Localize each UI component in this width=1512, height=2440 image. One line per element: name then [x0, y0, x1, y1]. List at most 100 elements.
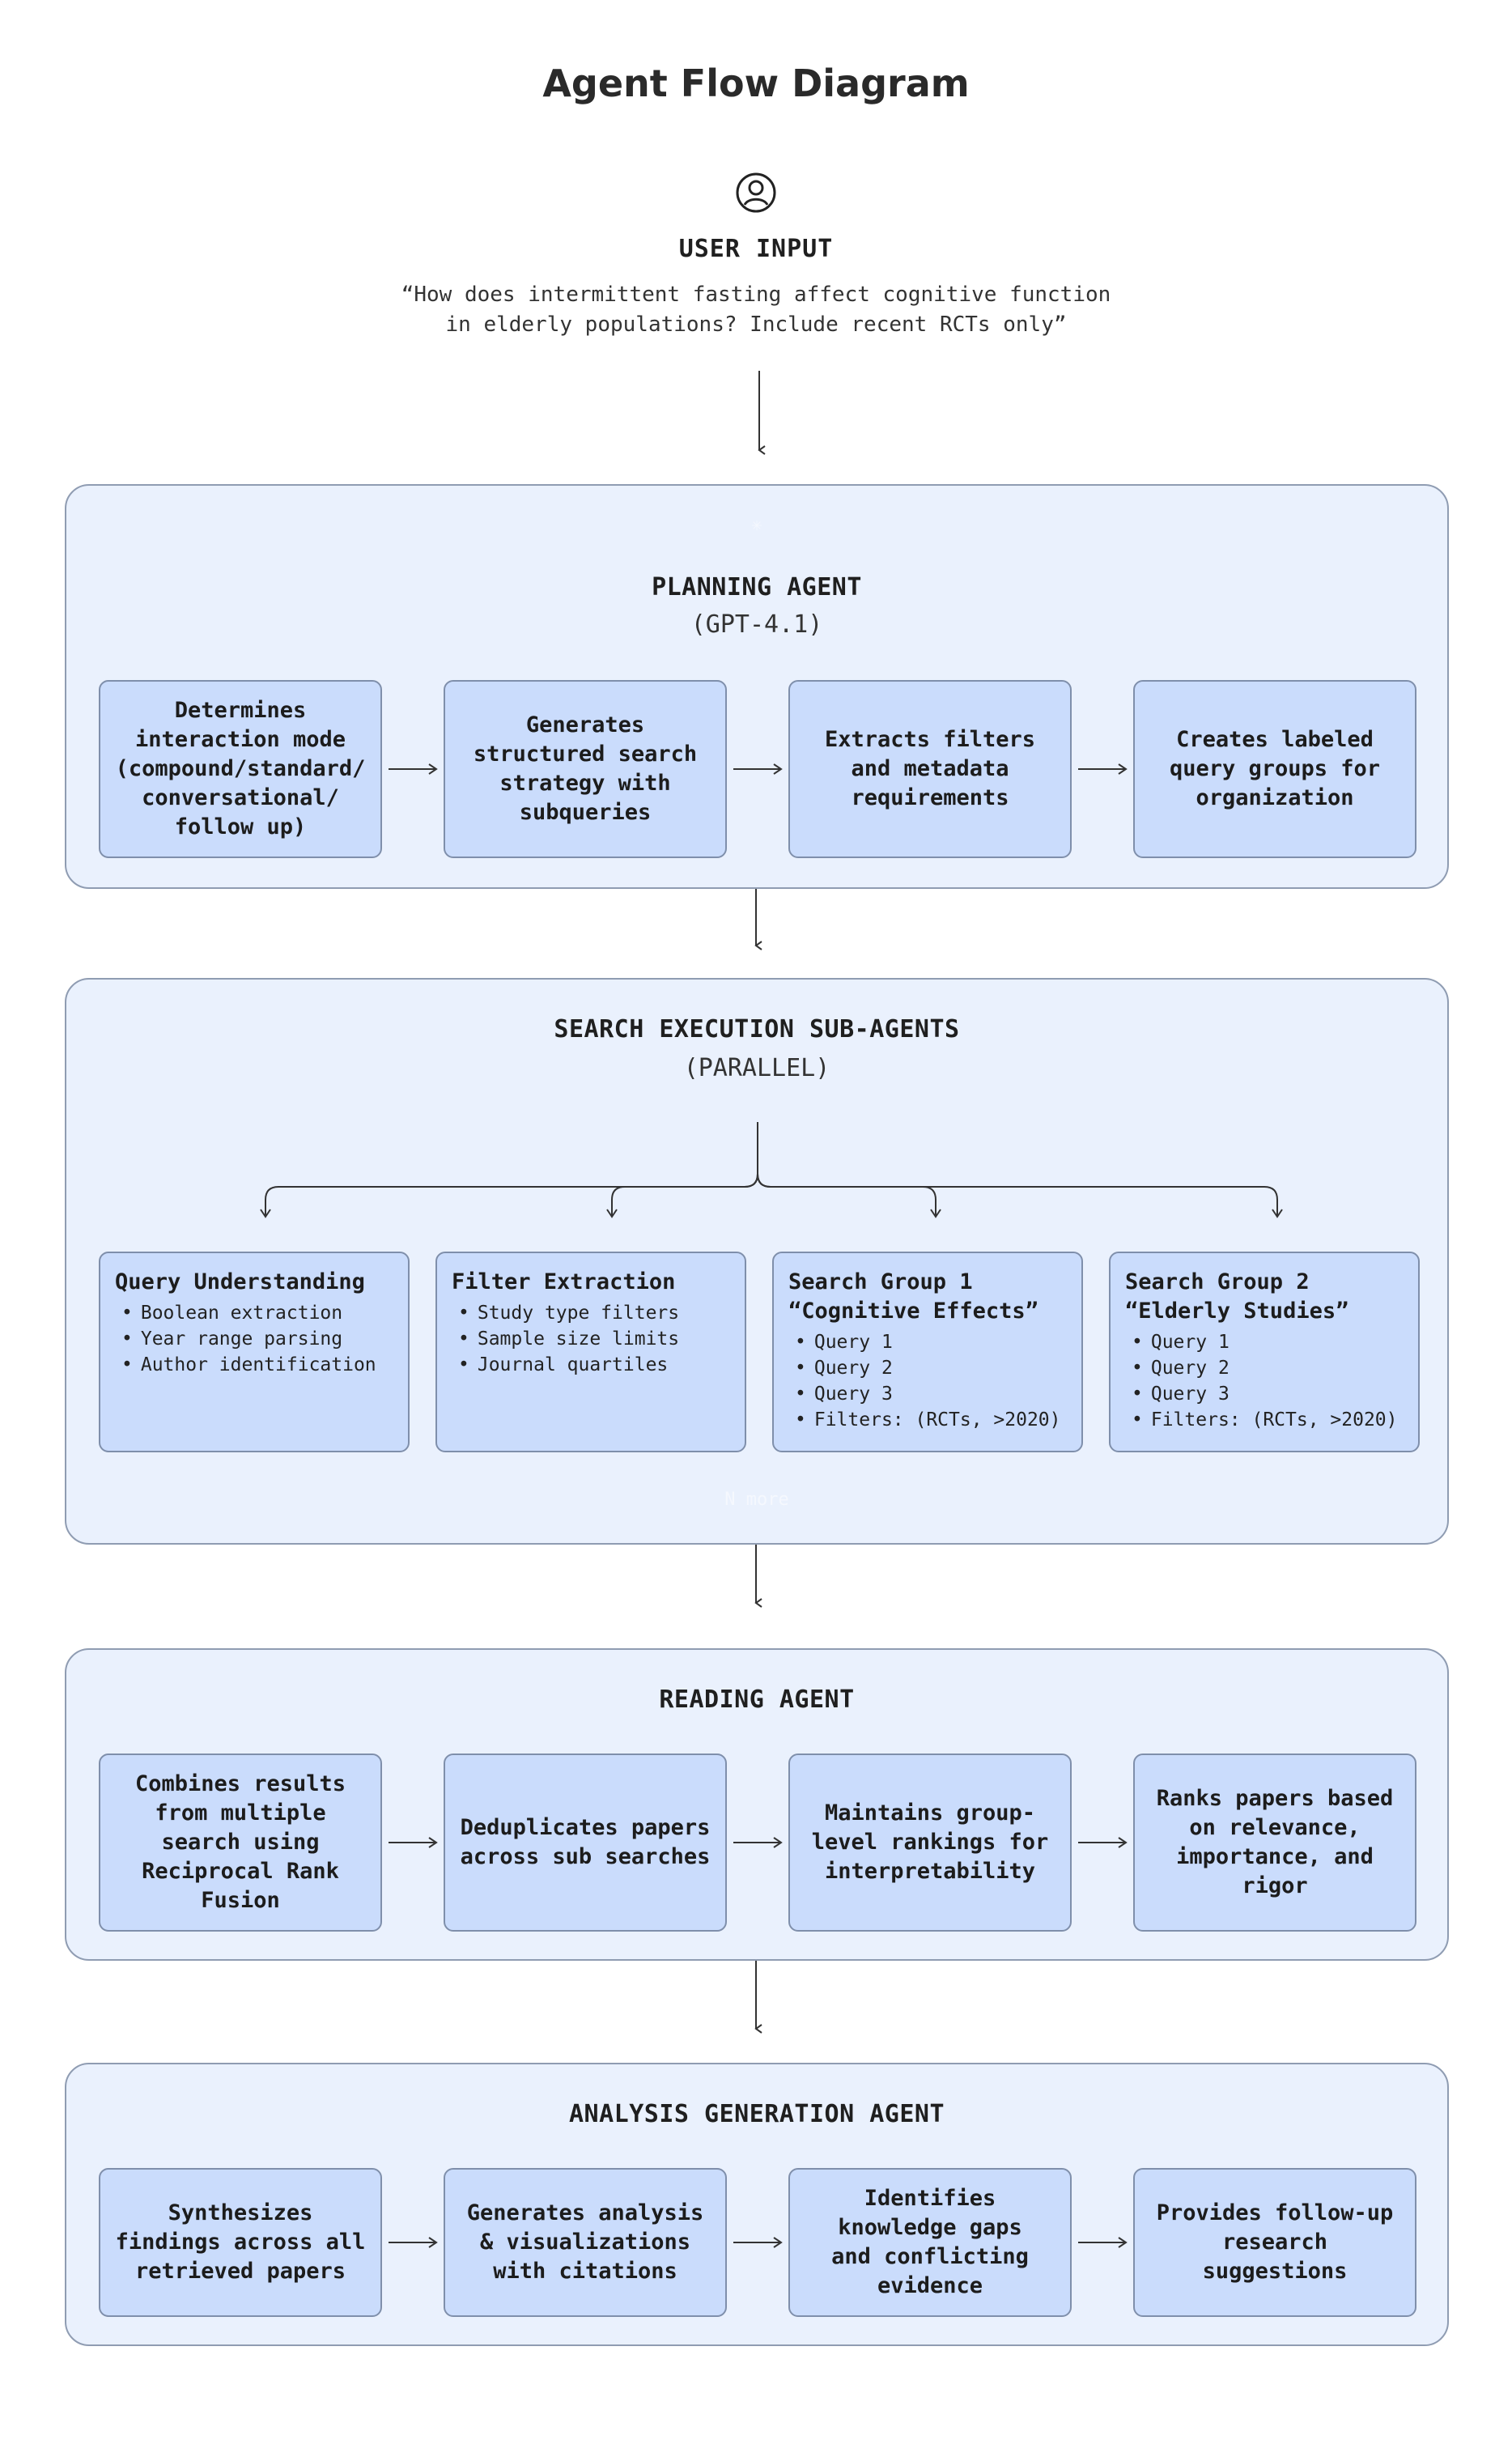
- step-line: findings across all: [115, 2230, 366, 2255]
- step-line: (compound/standard/: [115, 756, 366, 781]
- list-item: Query 3: [788, 1381, 1067, 1407]
- step-line: Fusion: [201, 1888, 280, 1913]
- step-line: Identifies: [864, 2186, 996, 2211]
- step-line: Maintains group-: [824, 1800, 1036, 1826]
- step-line: retrieved papers: [134, 2259, 346, 2284]
- step-line: evidence: [877, 2273, 983, 2298]
- step-line: & visualizations: [479, 2230, 691, 2255]
- reading-step-3: Maintains group- level rankings for inte…: [788, 1753, 1072, 1932]
- list-item: Sample size limits: [452, 1326, 730, 1352]
- analysis-agent-title: ANALYSIS GENERATION AGENT: [568, 2100, 945, 2128]
- step-line: interpretability: [824, 1859, 1036, 1884]
- step-line: Combines results: [134, 1771, 346, 1796]
- quote-line-1: “How does intermittent fasting affect co…: [401, 283, 1111, 307]
- list-item: Filters: (RCTs, >2020): [788, 1407, 1067, 1433]
- reading-step-4: Ranks papers based on relevance, importa…: [1133, 1753, 1416, 1932]
- step-line: Generates analysis: [466, 2200, 704, 2225]
- step-line: level rankings for: [811, 1830, 1049, 1855]
- sub-agent-query-understanding: Query Understanding Boolean extraction Y…: [99, 1252, 410, 1452]
- reading-agent-panel: READING AGENT Combines results from mult…: [65, 1648, 1449, 1961]
- step-line: subqueries: [519, 800, 652, 825]
- sub-agent-group-label: “Elderly Studies”: [1125, 1299, 1349, 1324]
- step-line: requirements: [851, 785, 1009, 810]
- list-item: Year range parsing: [115, 1326, 393, 1352]
- step-line: rigor: [1242, 1873, 1308, 1898]
- more-agents-label: N more: [724, 1490, 789, 1510]
- reading-step-arrows: [389, 1837, 1128, 1848]
- sub-agent-title: Query Understanding: [115, 1269, 365, 1294]
- sub-agent-title: Search Group 1: [788, 1269, 973, 1294]
- planning-step-3: Extracts filters and metadata requiremen…: [788, 680, 1072, 858]
- step-line: Determines: [174, 698, 307, 723]
- step-line: Generates: [525, 712, 645, 738]
- list-item: Boolean extraction: [115, 1300, 393, 1326]
- analysis-step-3: Identifies knowledge gaps and conflictin…: [788, 2168, 1072, 2317]
- step-line: follow up): [174, 814, 307, 840]
- analysis-step-1: Synthesizes findings across all retrieve…: [99, 2168, 382, 2317]
- planning-agent-model: (GPT-4.1): [690, 610, 823, 639]
- planning-agent-panel: ✳ PLANNING AGENT (GPT-4.1) Determines in…: [65, 484, 1449, 889]
- planning-agent-title: PLANNING AGENT: [652, 573, 862, 601]
- step-line: and metadata: [851, 756, 1009, 781]
- step-line: knowledge gaps: [838, 2215, 1022, 2240]
- step-line: conversational/: [142, 785, 339, 810]
- step-line: Extracts filters: [824, 727, 1036, 752]
- step-line: across sub searches: [460, 1844, 711, 1869]
- list-item: Author identification: [115, 1352, 393, 1378]
- step-line: with citations: [493, 2259, 677, 2284]
- reading-agent-title: READING AGENT: [659, 1685, 855, 1714]
- step-line: importance, and: [1176, 1844, 1374, 1869]
- step-line: from multiple: [155, 1800, 326, 1826]
- planning-step-4: Creates labeled query groups for organiz…: [1133, 680, 1416, 858]
- sub-agent-group-label: “Cognitive Effects”: [788, 1299, 1038, 1324]
- list-item: Query 3: [1125, 1381, 1404, 1407]
- step-line: strategy with: [499, 771, 671, 796]
- user-query-quote: “How does intermittent fasting affect co…: [351, 280, 1161, 340]
- user-input-label: USER INPUT: [678, 235, 834, 263]
- step-line: and conflicting: [831, 2244, 1029, 2269]
- search-execution-subtitle: (PARALLEL): [683, 1054, 830, 1082]
- search-execution-title: SEARCH EXECUTION SUB-AGENTS: [554, 1015, 960, 1044]
- sub-agent-title: Search Group 2: [1125, 1269, 1310, 1294]
- step-line: Reciprocal Rank: [142, 1859, 339, 1884]
- step-line: interaction mode: [134, 727, 346, 752]
- list-item: Query 2: [1125, 1355, 1404, 1381]
- quote-line-2: in elderly populations? Include recent R…: [445, 312, 1067, 337]
- list-item: Filters: (RCTs, >2020): [1125, 1407, 1404, 1433]
- sub-agent-title: Filter Extraction: [452, 1269, 676, 1294]
- step-line: search using: [161, 1830, 320, 1855]
- step-line: suggestions: [1202, 2259, 1348, 2284]
- search-execution-panel: SEARCH EXECUTION SUB-AGENTS (PARALLEL) Q…: [65, 978, 1449, 1545]
- diagram-title: Agent Flow Diagram: [542, 62, 970, 105]
- sub-agent-filter-extraction: Filter Extraction Study type filters Sam…: [435, 1252, 746, 1452]
- list-item: Query 1: [1125, 1329, 1404, 1355]
- step-line: query groups for: [1169, 756, 1381, 781]
- analysis-step-2: Generates analysis & visualizations with…: [444, 2168, 727, 2317]
- step-line: organization: [1196, 785, 1354, 810]
- sub-agent-search-group-1: Search Group 1 “Cognitive Effects” Query…: [772, 1252, 1083, 1452]
- list-item: Journal quartiles: [452, 1352, 730, 1378]
- step-line: Synthesizes: [168, 2200, 313, 2225]
- parallel-branch-connector: [260, 1122, 1283, 1218]
- step-line: Deduplicates papers: [460, 1815, 711, 1840]
- step-line: on relevance,: [1189, 1815, 1361, 1840]
- list-item: Query 2: [788, 1355, 1067, 1381]
- step-line: structured search: [473, 742, 698, 767]
- planning-step-2: Generates structured search strategy wit…: [444, 680, 727, 858]
- list-item: Query 1: [788, 1329, 1067, 1355]
- list-item: Study type filters: [452, 1300, 730, 1326]
- step-line: Creates labeled: [1176, 727, 1374, 752]
- analysis-step-arrows: [389, 2237, 1128, 2248]
- step-line: Ranks papers based: [1156, 1786, 1394, 1811]
- reading-step-1: Combines results from multiple search us…: [99, 1753, 382, 1932]
- sub-agent-search-group-2: Search Group 2 “Elderly Studies” Query 1…: [1109, 1252, 1420, 1452]
- faint-agent-icon: ✳: [751, 515, 762, 535]
- analysis-step-4: Provides follow-up research suggestions: [1133, 2168, 1416, 2317]
- step-line: Provides follow-up: [1156, 2200, 1394, 2225]
- planning-step-arrows: [389, 763, 1128, 775]
- user-circle-icon: [735, 172, 777, 214]
- planning-step-1: Determines interaction mode (compound/st…: [99, 680, 382, 858]
- analysis-generation-panel: ANALYSIS GENERATION AGENT Synthesizes fi…: [65, 2063, 1449, 2346]
- reading-step-2: Deduplicates papers across sub searches: [444, 1753, 727, 1932]
